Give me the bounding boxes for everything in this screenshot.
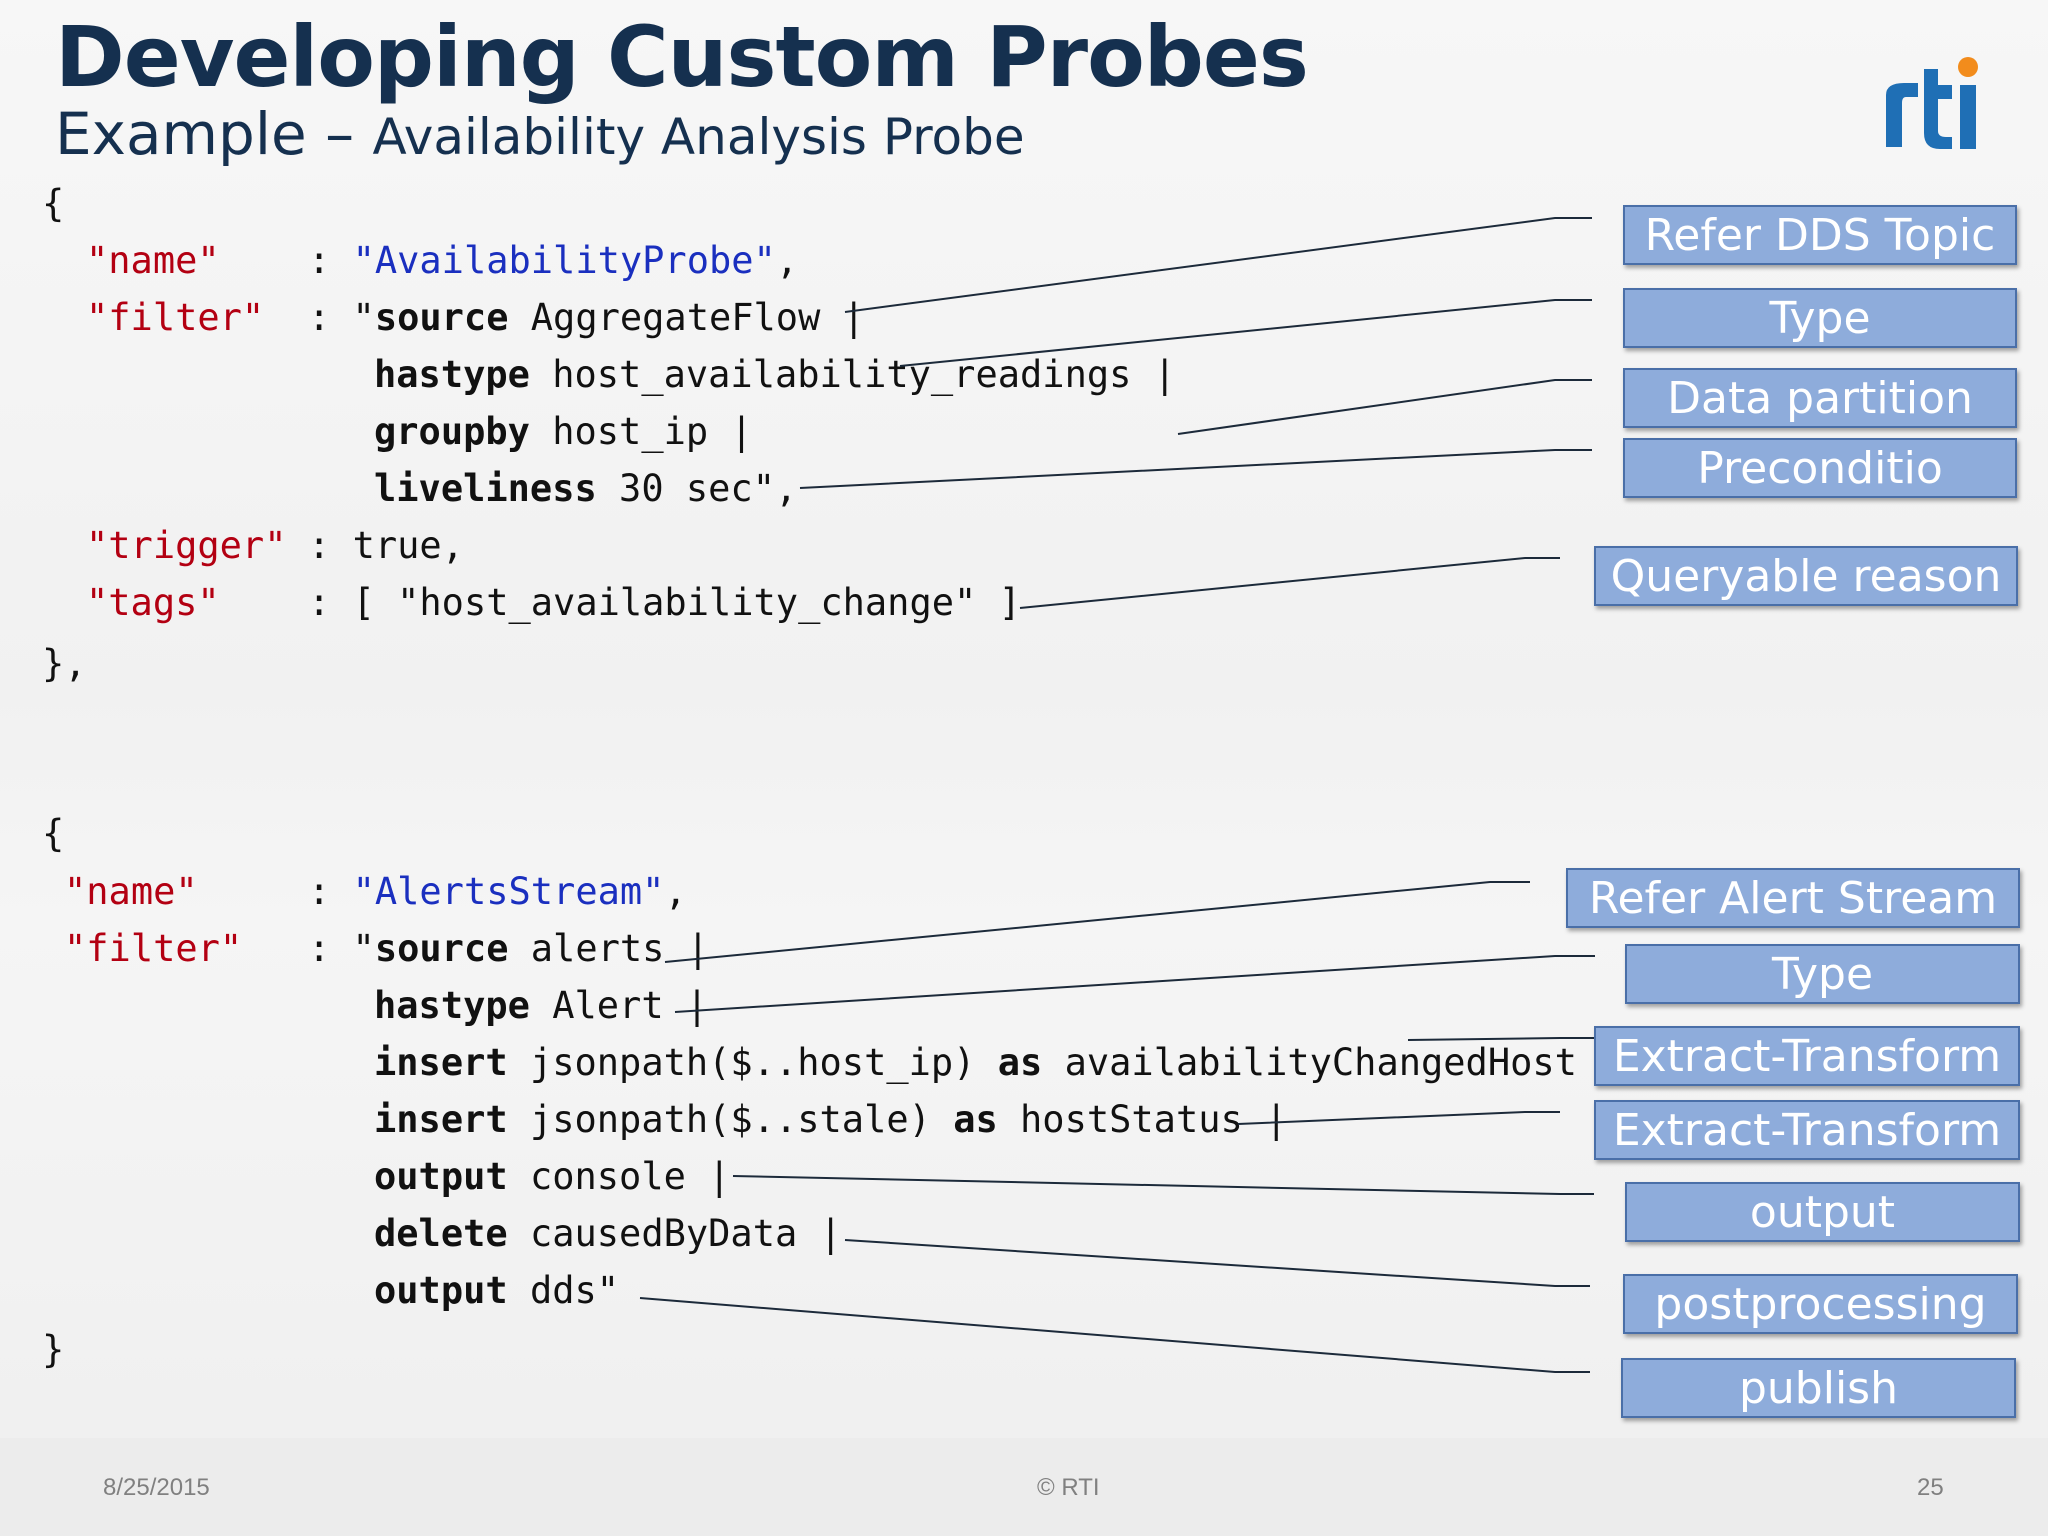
json-key: "name" — [86, 239, 220, 282]
brace-open: { — [42, 812, 65, 855]
code-line-hastype: hastype host_availability_readings | — [374, 353, 1176, 396]
rti-logo: rti — [1886, 57, 1978, 149]
code-line-output-console: output console | — [374, 1155, 731, 1198]
code-line-name: "name" — [64, 870, 198, 914]
connector-line — [844, 217, 1592, 313]
footer-bar — [0, 1438, 2048, 1536]
connector-line — [664, 881, 1530, 963]
callout-postprocessing: postprocessing — [1623, 1274, 2018, 1334]
connector-line — [1019, 557, 1560, 609]
slide-title: Developing Custom Probes — [55, 8, 1309, 106]
callout-refer-alert-stream: Refer Alert Stream — [1566, 868, 2020, 928]
code-line-tags: "tags" — [86, 581, 220, 625]
callout-type: Type — [1625, 944, 2020, 1004]
code-line-hastype: hastype Alert | — [374, 984, 709, 1027]
subtitle-lead: Example – — [55, 100, 355, 168]
callout-refer-dds-topic: Refer DDS Topic — [1623, 205, 2017, 265]
json-string: "AvailabilityProbe" — [352, 239, 776, 282]
code-line-insert-stale: insert jsonpath($..stale) as hostStatus … — [374, 1098, 1288, 1141]
json-key: "filter" — [64, 927, 243, 970]
connector-line — [674, 955, 1595, 1013]
footer-page-number: 25 — [1917, 1474, 1944, 1501]
subtitle-rest: Availability Analysis Probe — [372, 108, 1025, 166]
connector-line — [799, 449, 1592, 489]
brace-close: }, — [42, 642, 87, 685]
code-line-groupby: groupby host_ip | — [374, 410, 753, 453]
code-line-insert-host-ip: insert jsonpath($..host_ip) as availabil… — [374, 1041, 1577, 1084]
callout-publish: publish — [1621, 1358, 2016, 1418]
json-key: "name" — [64, 870, 198, 913]
json-key: "tags" — [86, 581, 220, 624]
callout-data-partition: Data partition — [1623, 368, 2017, 428]
connector-line — [844, 1239, 1590, 1287]
callout-preconditio: Preconditio — [1623, 438, 2017, 498]
json-key: "filter" — [86, 296, 265, 339]
json-key: "trigger" — [86, 524, 287, 567]
code-line-source: : "source AggregateFlow | — [308, 296, 865, 339]
code-line-name-value: : "AlertsStream", — [308, 870, 687, 913]
footer-date: 8/25/2015 — [103, 1474, 210, 1501]
callout-queryable-reason: Queryable reason — [1594, 546, 2018, 606]
code-line-trigger-value: : true, — [308, 524, 464, 567]
code-line-name-value: : "AvailabilityProbe", — [308, 239, 799, 282]
code-line-filter: "filter" — [86, 296, 264, 340]
connector-line — [1237, 1111, 1560, 1125]
connector-line — [1177, 379, 1592, 435]
brace-open: { — [42, 182, 65, 225]
code-line-trigger: "trigger" — [86, 524, 286, 568]
callout-type: Type — [1623, 288, 2017, 348]
code-line-output-dds: output dds" — [374, 1269, 620, 1312]
brace-close: } — [42, 1328, 65, 1371]
callout-output: output — [1625, 1182, 2020, 1242]
connector-line — [732, 1175, 1594, 1195]
callout-extract-transform: Extract-Transform — [1594, 1100, 2020, 1160]
slide-subtitle: Example – Availability Analysis Probe — [55, 100, 1025, 168]
code-line-name: "name" — [86, 239, 220, 283]
connector-line — [1407, 1037, 1596, 1041]
code-line-filter: "filter" — [64, 927, 242, 971]
code-line-delete: delete causedByData | — [374, 1212, 842, 1255]
connector-line — [639, 1297, 1590, 1373]
code-line-tags-value: : [ "host_availability_change" ] — [308, 581, 1021, 624]
code-line-liveliness: liveliness 30 sec", — [374, 467, 798, 510]
json-string: "AlertsStream" — [352, 870, 665, 913]
footer-copyright: © RTI — [1037, 1474, 1100, 1501]
callout-extract-transform: Extract-Transform — [1594, 1026, 2020, 1086]
code-line-source: : "source alerts | — [308, 927, 709, 970]
connector-line — [899, 299, 1592, 367]
